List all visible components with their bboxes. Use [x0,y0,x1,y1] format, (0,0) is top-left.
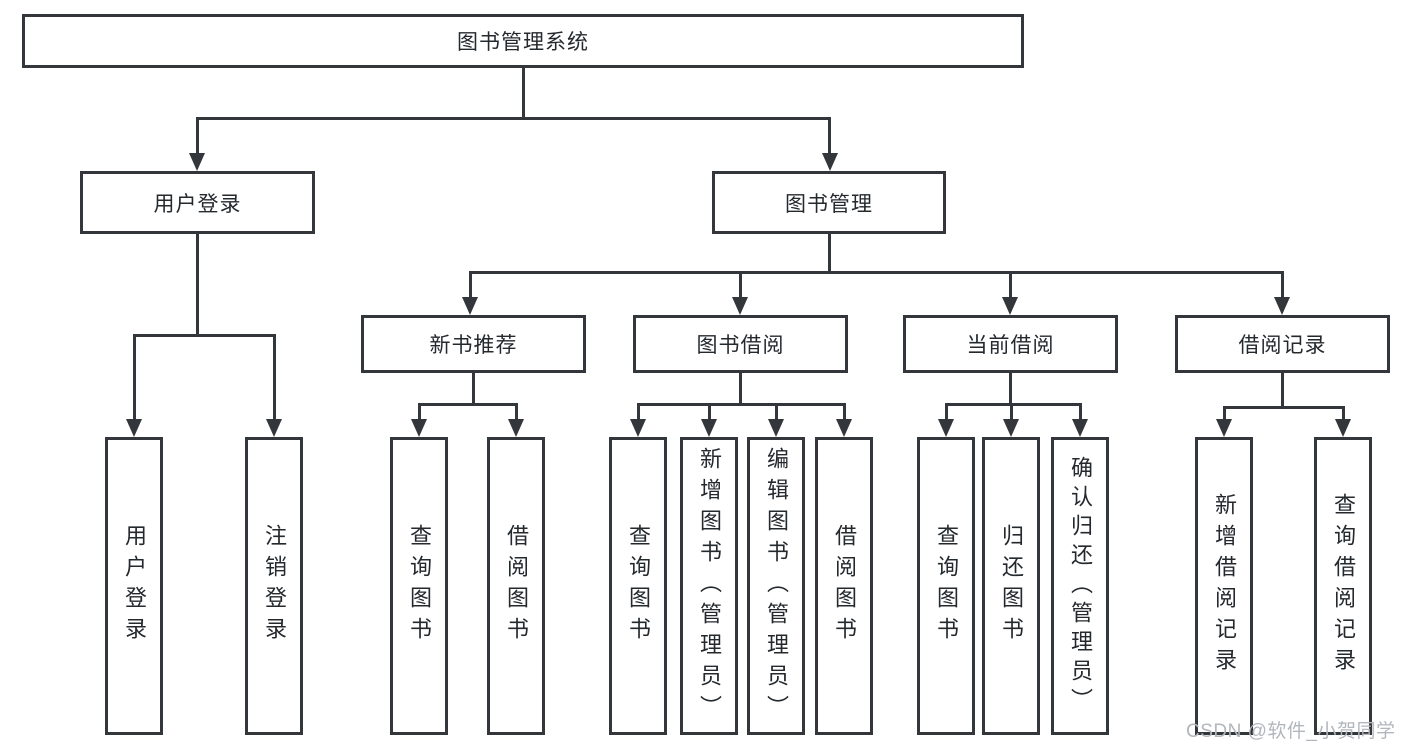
leaf-label: 借阅图书 [832,524,857,648]
node-book-management: 图书管理 [712,171,946,234]
connector-line [1079,403,1082,421]
csdn-watermark: CSDN @软件_小贺同学 [1186,721,1396,742]
node-borrow-books-leaf: 借阅图书 [815,437,873,735]
node-new-book-recommendation: 新书推荐 [361,315,586,373]
arrow-down-icon [768,419,784,437]
connector-line [196,117,831,120]
connector-line [945,403,948,421]
arrow-down-icon [462,297,478,315]
node-add-borrow-record: 新增借阅记录 [1195,437,1253,735]
connector-line [945,403,1081,406]
leaf-label: 用户登录 [122,524,147,648]
connector-line [1342,406,1345,421]
node-query-borrow-record: 查询借阅记录 [1314,437,1372,735]
connector-line [1281,271,1284,299]
arrow-down-icon [411,419,427,437]
connector-line [1223,406,1226,421]
arrow-down-icon [701,419,717,437]
leaf-label: 确认归还（管理员） [1068,455,1093,717]
connector-line [1281,373,1284,409]
arrow-down-icon [938,419,954,437]
connector-line [739,271,742,299]
connector-line [1009,271,1012,299]
node-borrowing-records: 借阅记录 [1175,315,1390,373]
arrow-down-icon [630,419,646,437]
connector-line [515,403,518,421]
arrow-down-icon [1002,297,1018,315]
connector-line [469,271,472,299]
connector-line [133,334,136,420]
arrow-down-icon [822,153,838,171]
connector-line [637,403,640,421]
node-return-books: 归还图书 [982,437,1040,735]
node-query-books-recommend: 查询图书 [390,437,448,735]
arrow-down-icon [189,153,205,171]
connector-line [133,334,275,337]
node-book-borrowing: 图书借阅 [633,315,848,373]
leaf-label: 新增借阅记录 [1212,493,1237,679]
node-borrow-books-recommend: 借阅图书 [487,437,545,735]
connector-line [196,234,199,336]
connector-line [1010,403,1013,421]
connector-line [418,403,421,421]
node-user-login: 用户登录 [80,171,315,234]
connector-line [1009,373,1012,406]
connector-line [775,403,778,421]
leaf-label: 编辑图书（管理员） [764,446,789,726]
node-logout-leaf: 注销登录 [245,437,303,735]
leaf-label: 查询图书 [407,524,432,648]
node-current-borrowing: 当前借阅 [903,315,1118,373]
arrow-down-icon [1274,297,1290,315]
leaf-label: 归还图书 [999,524,1024,648]
leaf-label: 借阅图书 [504,524,529,648]
arrow-down-icon [126,419,142,437]
node-confirm-return-admin: 确认归还（管理员） [1051,437,1109,735]
arrow-down-icon [732,297,748,315]
leaf-label: 注销登录 [262,524,287,648]
node-edit-books-admin: 编辑图书（管理员） [747,437,805,735]
connector-line [708,403,711,421]
arrow-down-icon [1335,419,1351,437]
leaf-label: 查询图书 [626,524,651,648]
connector-line [469,271,1284,274]
connector-line [843,403,846,421]
node-query-books-current: 查询图书 [917,437,975,735]
arrow-down-icon [508,419,524,437]
connector-line [1223,406,1344,409]
arrow-down-icon [266,419,282,437]
node-library-system: 图书管理系统 [22,14,1024,68]
connector-line [739,373,742,406]
connector-line [273,334,276,420]
arrow-down-icon [1003,419,1019,437]
connector-line [196,117,199,155]
connector-line [472,373,475,406]
connector-line [418,403,517,406]
connector-line [522,68,525,118]
connector-line [637,403,845,406]
leaf-label: 查询借阅记录 [1331,493,1356,679]
arrow-down-icon [1072,419,1088,437]
connector-line [828,234,831,273]
arrow-down-icon [836,419,852,437]
leaf-label: 新增图书（管理员） [697,446,722,726]
arrow-down-icon [1216,419,1232,437]
connector-line [828,117,831,155]
node-user-login-leaf: 用户登录 [105,437,163,735]
node-query-books-borrowing: 查询图书 [609,437,667,735]
node-add-books-admin: 新增图书（管理员） [680,437,738,735]
leaf-label: 查询图书 [934,524,959,648]
